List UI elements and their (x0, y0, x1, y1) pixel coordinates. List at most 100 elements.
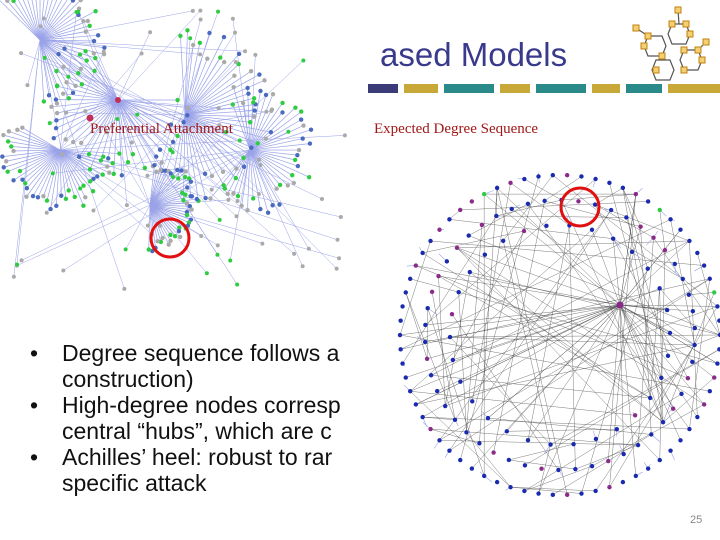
graph-node (692, 325, 698, 331)
graph-node (93, 8, 98, 14)
graph-node (454, 245, 460, 250)
graph-node (197, 40, 203, 46)
graph-node (117, 151, 122, 156)
graph-node (20, 125, 25, 130)
graph-edge (449, 278, 710, 451)
network-logo-icon (632, 6, 710, 81)
graph-node (44, 210, 49, 215)
graph-node (107, 170, 112, 175)
graph-node (221, 34, 227, 40)
graph-edge (50, 149, 61, 210)
right-graph-edges (399, 172, 720, 496)
graph-edge (493, 200, 545, 453)
graph-node (62, 46, 67, 51)
graph-node (717, 347, 720, 352)
graph-edge (149, 11, 219, 206)
graph-edge (59, 118, 118, 151)
graph-node (5, 0, 10, 3)
graph-node (79, 82, 85, 87)
graph-node (159, 160, 164, 165)
graph-node (155, 238, 160, 244)
graph-node (403, 290, 408, 295)
graph-node (88, 179, 93, 184)
graph-edge (438, 275, 621, 306)
graph-edge (149, 171, 157, 206)
graph-node (60, 91, 66, 96)
graph-node (712, 375, 717, 380)
graph-edge (184, 114, 225, 186)
graph-edge (106, 132, 151, 206)
graph-node (695, 414, 700, 420)
graph-edge (399, 304, 621, 336)
graph-edge (561, 193, 636, 201)
graph-node (53, 97, 59, 102)
graph-node (168, 238, 173, 243)
graph-node (54, 118, 59, 123)
graph-node (550, 172, 555, 178)
graph-node (593, 176, 598, 182)
graph-edge (6, 149, 61, 162)
graph-node (54, 101, 60, 106)
graph-edge (581, 268, 648, 494)
graph-edge (415, 265, 688, 379)
graph-edge (149, 204, 180, 228)
graph-edge (172, 114, 186, 177)
graph-node (64, 110, 69, 115)
graph-node (295, 163, 301, 169)
graph-edge (437, 304, 621, 392)
graph-node (657, 286, 662, 291)
graph-node (635, 442, 641, 448)
graph-node (95, 174, 100, 179)
graph-node (76, 71, 81, 76)
graph-node (645, 199, 651, 204)
graph-node (452, 417, 458, 423)
graph-edge (619, 304, 624, 455)
graph-edge (410, 391, 511, 488)
graph-node (687, 426, 692, 432)
graph-node (408, 389, 413, 394)
graph-node (158, 223, 163, 228)
graph-node (614, 427, 619, 432)
graph-node (102, 45, 107, 50)
graph-edge (149, 194, 186, 206)
graph-node (610, 236, 616, 241)
graph-node (668, 448, 673, 453)
graph-node (83, 29, 88, 34)
graph-edge (430, 428, 480, 444)
graph-edge (659, 288, 696, 329)
graph-edge (594, 204, 689, 379)
graph-node (179, 168, 184, 173)
graph-node (286, 129, 291, 134)
graph-node (428, 373, 434, 378)
graph-node (536, 491, 541, 496)
graph-node (423, 322, 428, 328)
bullet-text: central “hubs”, which are c (62, 418, 332, 444)
title-bar-segment (404, 84, 438, 93)
graph-node (665, 353, 671, 359)
graph-edge (59, 149, 62, 196)
graph-edge (149, 195, 193, 206)
graph-edge (619, 288, 660, 306)
graph-edge (619, 304, 674, 409)
graph-node (194, 196, 200, 202)
graph-edge (415, 304, 621, 405)
graph-edge (247, 87, 251, 151)
graph-node (63, 196, 69, 202)
graph-edge (7, 149, 61, 172)
graph-edge (619, 304, 662, 378)
graph-edge (117, 99, 161, 171)
graph-edge (39, 8, 80, 41)
graph-node (649, 432, 654, 437)
graph-node (253, 52, 258, 57)
graph-node (84, 58, 89, 63)
graph-node (92, 68, 97, 74)
graph-node (184, 201, 190, 206)
graph-node (184, 185, 190, 190)
graph-edge (37, 149, 61, 198)
graph-edge (149, 176, 186, 206)
graph-edge (149, 204, 192, 210)
graph-node (90, 189, 96, 194)
graph-node (1, 165, 6, 170)
graph-edge (511, 208, 695, 346)
graph-edge (471, 304, 621, 469)
